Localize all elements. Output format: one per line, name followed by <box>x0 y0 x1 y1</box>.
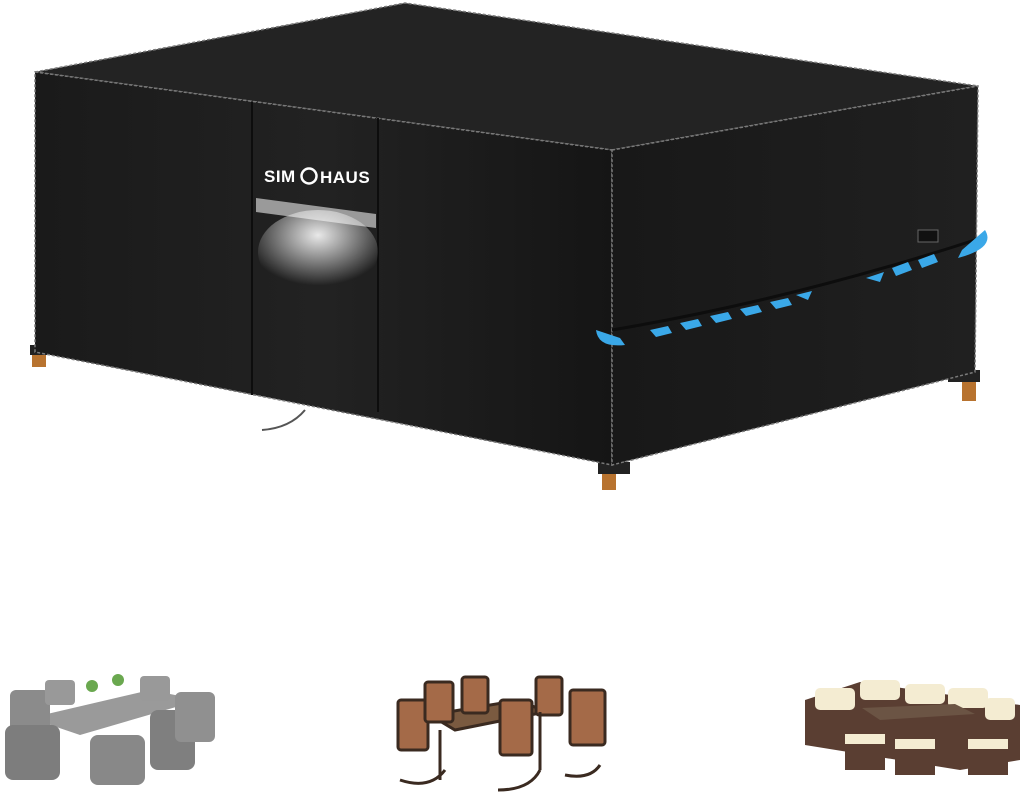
thumbnail-sling-dining-set <box>396 675 607 792</box>
svg-text:SIM: SIM <box>264 167 296 186</box>
air-vent-icon <box>256 198 378 294</box>
brand-logo: SIM HAUS <box>264 167 370 187</box>
thumbnail-sectional-sofa-set <box>805 680 1020 775</box>
drawstring <box>261 409 306 431</box>
buckle-icon <box>917 229 939 243</box>
thumbnail-rattan-dining-set <box>5 674 215 785</box>
tightening-arrows-icon <box>596 230 988 346</box>
svg-text:HAUS: HAUS <box>320 168 370 187</box>
cover-side <box>611 85 979 466</box>
